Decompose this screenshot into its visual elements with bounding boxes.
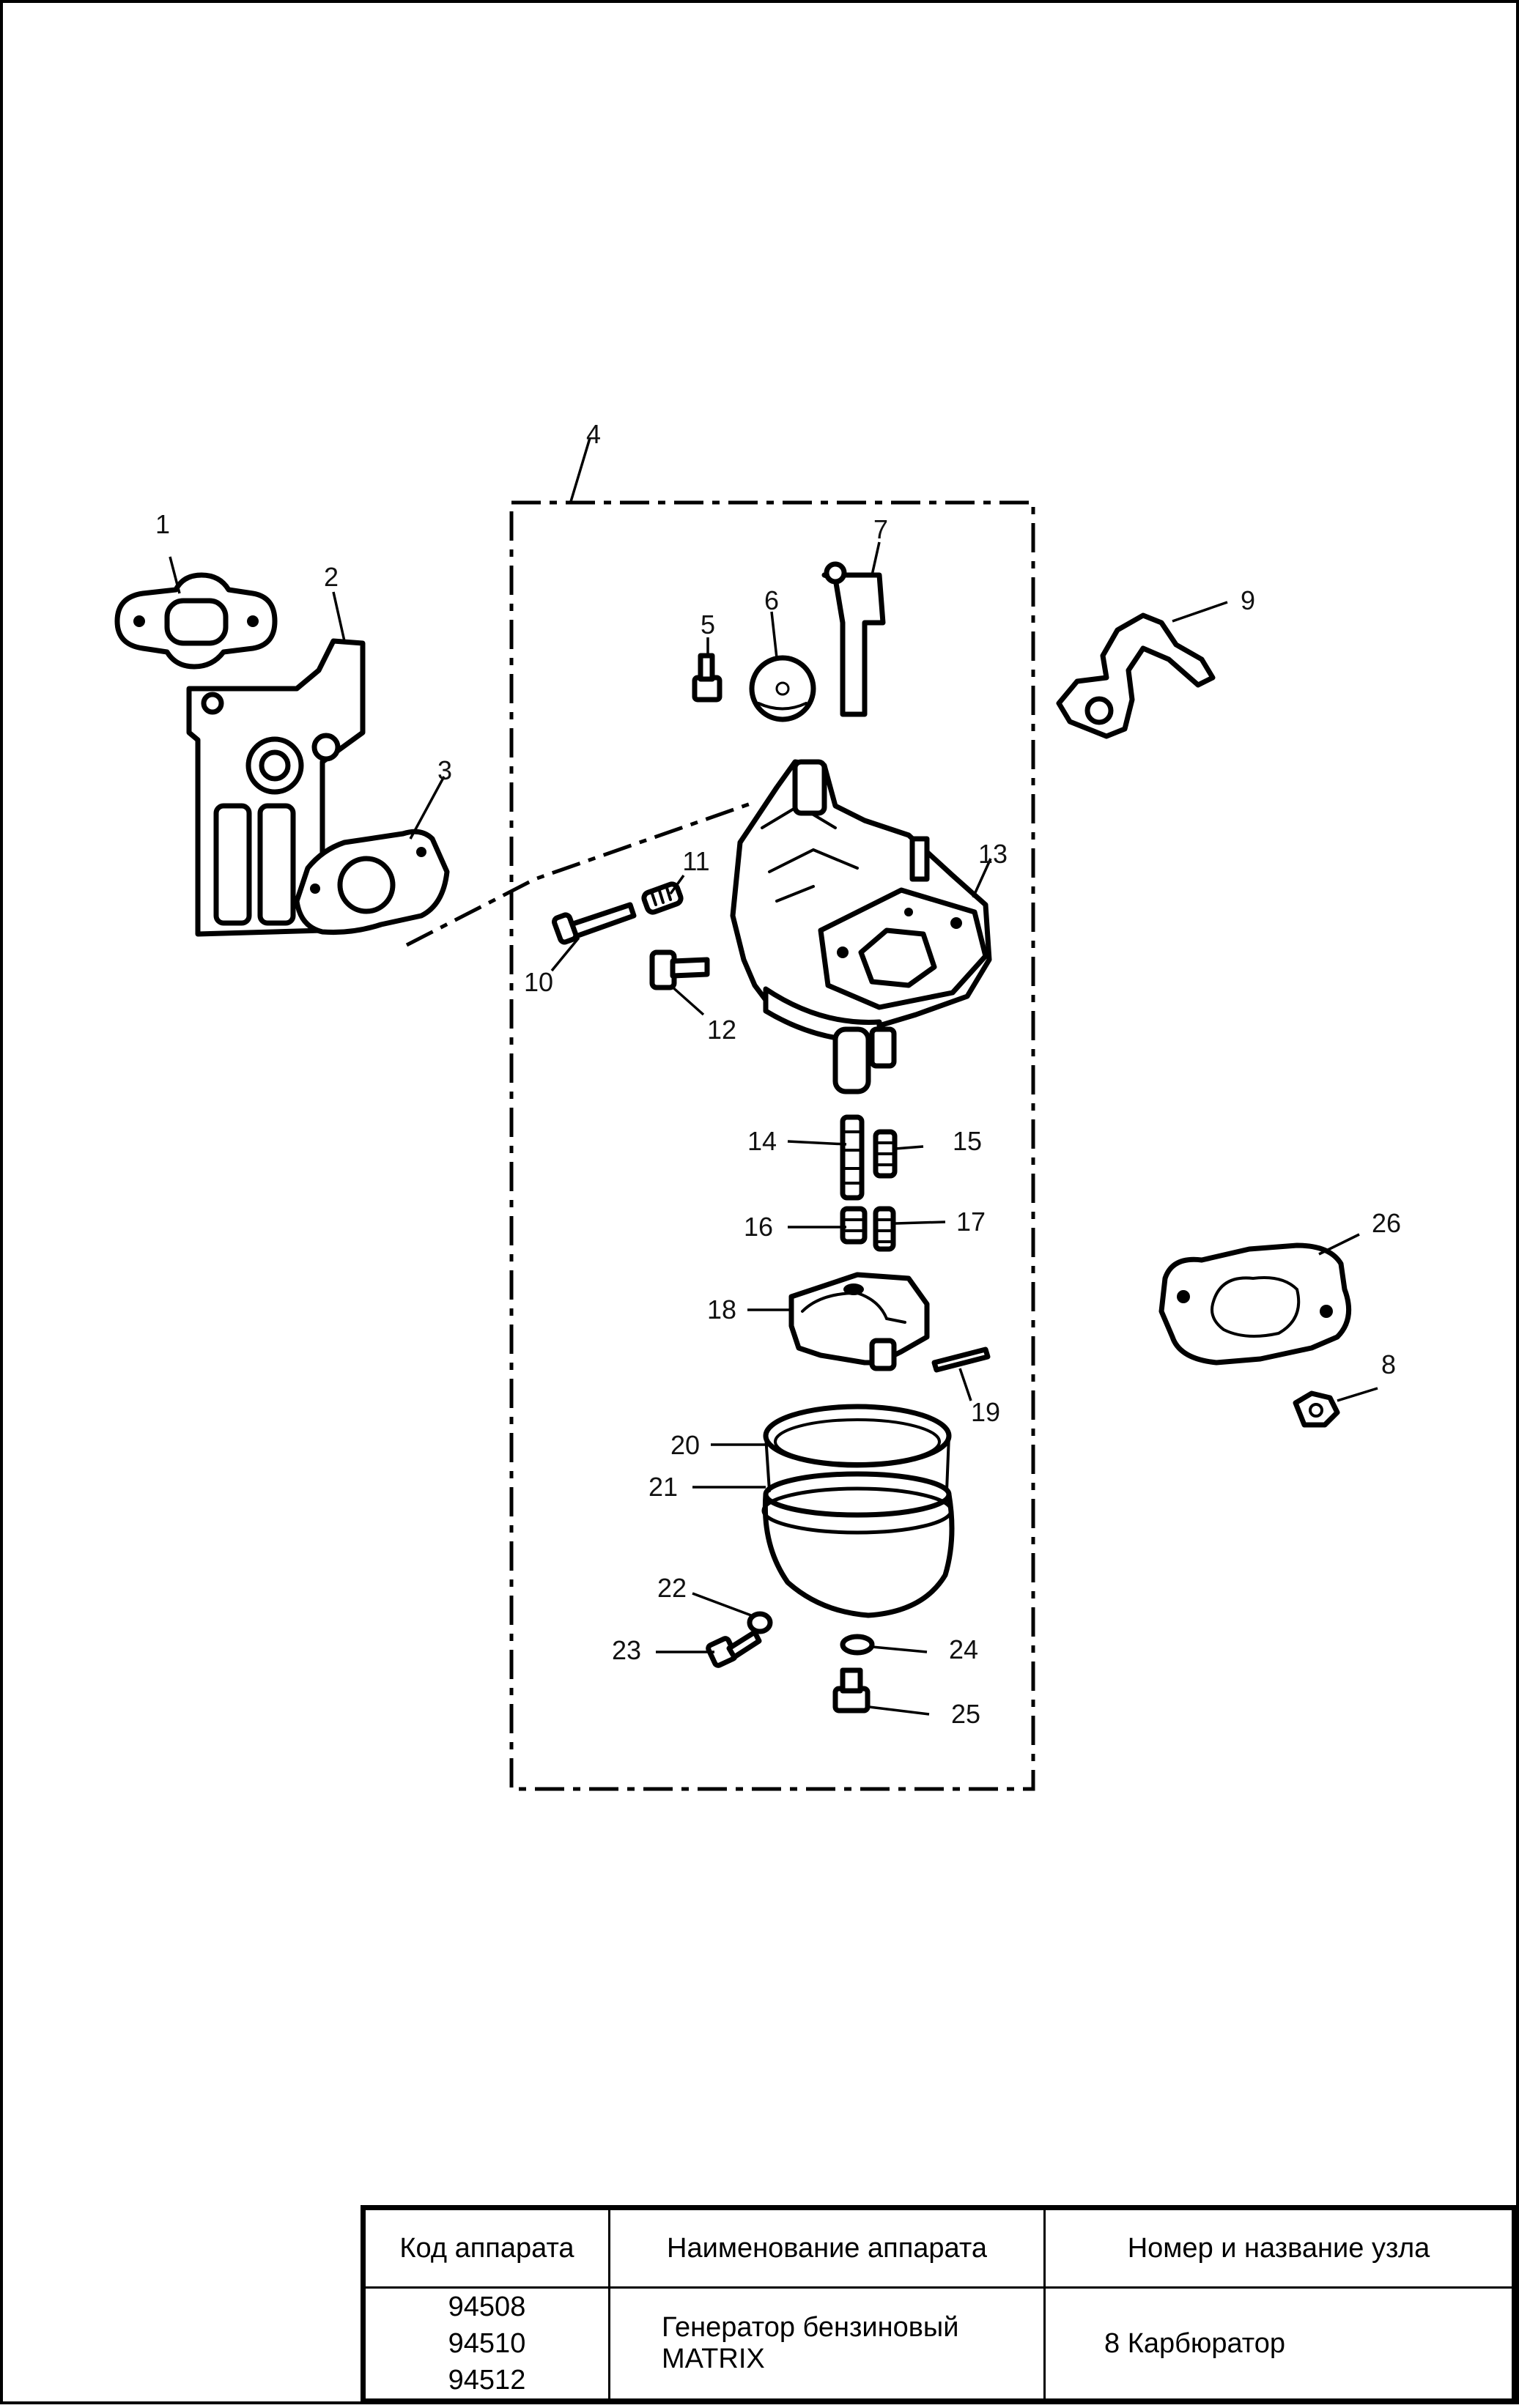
- callout-8: 8: [1381, 1349, 1396, 1379]
- callout-6: 6: [764, 585, 779, 615]
- part-14-main-jet: [840, 1114, 865, 1201]
- callout-17: 17: [956, 1207, 986, 1237]
- callout-19: 19: [971, 1397, 1000, 1427]
- device-name: Генератор бензиновый MATRIX: [608, 2286, 1046, 2401]
- title-block: Код аппарата Наименование аппарата Номер…: [361, 2205, 1517, 2402]
- part-25-bolt: [832, 1667, 871, 1714]
- header-assembly: Номер и название узла: [1043, 2208, 1514, 2289]
- callout-10: 10: [524, 967, 553, 997]
- part-24-washer: [840, 1634, 875, 1656]
- leader-lines: [169, 437, 1378, 1716]
- callout-16: 16: [744, 1212, 773, 1242]
- callout-14: 14: [747, 1126, 777, 1156]
- device-name-line2: MATRIX: [662, 2344, 765, 2374]
- part-7-choke-rod: [821, 561, 886, 717]
- part-15-spring: [873, 1129, 898, 1179]
- callout-24: 24: [949, 1634, 978, 1664]
- part-19-pin: [931, 1346, 991, 1373]
- callout-22: 22: [657, 1573, 687, 1603]
- part-16-jet: [840, 1206, 868, 1245]
- part-22-washer: [747, 1611, 773, 1634]
- part-13-carburetor-body: [730, 759, 992, 1094]
- callout-4: 4: [586, 419, 601, 449]
- callout-12: 12: [707, 1015, 736, 1045]
- part-6-choke-plate: [749, 655, 816, 722]
- device-code: 94512: [448, 2365, 526, 2396]
- callout-23: 23: [612, 1635, 641, 1665]
- callout-15: 15: [953, 1126, 982, 1156]
- part-2-bracket: [186, 638, 366, 937]
- assembly-line: [405, 800, 755, 947]
- callout-3: 3: [437, 755, 452, 785]
- callout-20: 20: [670, 1430, 700, 1460]
- callout-21: 21: [648, 1472, 678, 1502]
- title-block-header-row: Код аппарата Наименование аппарата Номер…: [363, 2208, 1514, 2289]
- device-name-line1: Генератор бензиновый: [662, 2312, 959, 2343]
- part-5-screw: [692, 653, 722, 703]
- callout-5: 5: [701, 610, 715, 640]
- device-code: 94508: [448, 2292, 526, 2322]
- part-23-drain-screw: [706, 1629, 762, 1668]
- callout-11: 11: [682, 846, 709, 876]
- part-17-spring: [873, 1206, 896, 1252]
- callout-2: 2: [324, 562, 339, 592]
- title-block-table: Код аппарата Наименование аппарата Номер…: [363, 2208, 1514, 2401]
- device-code: 94510: [448, 2328, 526, 2359]
- assembly-name: 8 Карбюратор: [1043, 2286, 1514, 2401]
- assembly-frame: [509, 500, 1035, 1791]
- callout-18: 18: [707, 1294, 736, 1325]
- part-12-screw: [649, 949, 710, 990]
- part-20-bowl-gasket: [763, 1404, 952, 1492]
- callout-9: 9: [1241, 585, 1255, 615]
- part-1-gasket: [114, 572, 278, 670]
- header-device-name: Наименование аппарата: [608, 2208, 1046, 2289]
- callout-7: 7: [873, 514, 888, 544]
- callout-1: 1: [155, 509, 170, 539]
- callout-26: 26: [1372, 1208, 1401, 1238]
- part-26-gasket: [1158, 1242, 1352, 1366]
- part-18-float: [788, 1272, 930, 1371]
- part-3-gasket: [294, 829, 450, 936]
- header-device-code: Код аппарата: [363, 2208, 610, 2289]
- device-codes: 94508 94510 94512: [363, 2286, 610, 2401]
- part-10-screw: [552, 902, 637, 945]
- callout-labels: 1 2 3 4 5 6 7 8 9 10 11 12 13 14 15 16 1…: [155, 419, 1401, 1729]
- part-8-nut: [1293, 1390, 1340, 1428]
- title-block-value-row: 94508 94510 94512 Генератор бензиновый M…: [363, 2286, 1514, 2401]
- callout-25: 25: [951, 1699, 980, 1729]
- part-9-lever: [1056, 612, 1216, 739]
- part-21-float-bowl: [761, 1471, 955, 1618]
- callout-13: 13: [978, 839, 1008, 869]
